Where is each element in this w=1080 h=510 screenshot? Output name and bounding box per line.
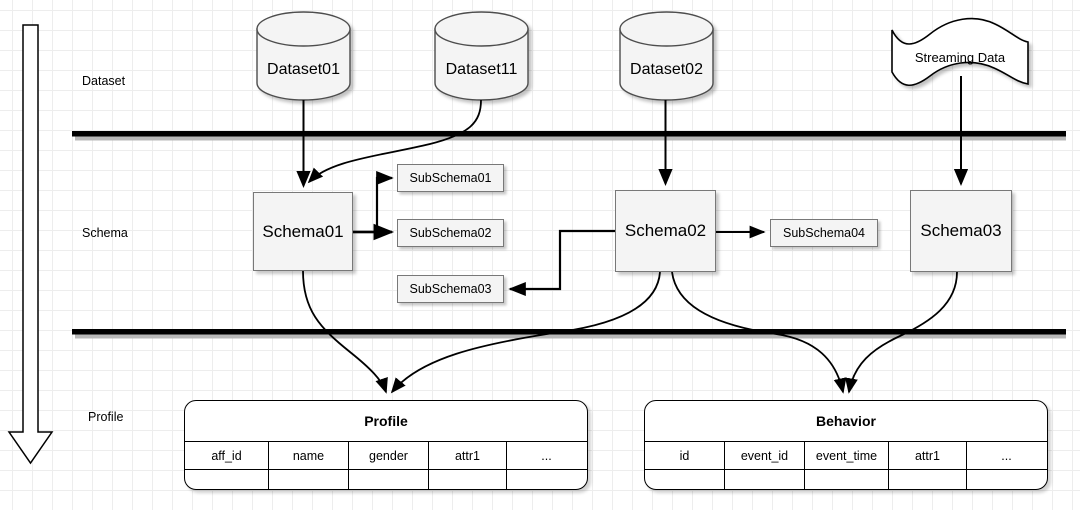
behavior-col-more: ...	[1001, 448, 1012, 463]
edge-schema02-to-subschema03	[508, 229, 615, 297]
subschema-node-subschema04[interactable]: SubSchema04	[770, 219, 878, 247]
profile-table-data-row	[185, 470, 587, 489]
behavior-cell-event_id	[725, 470, 805, 489]
behavior-cell-attr1	[889, 470, 967, 489]
schema-node-schema03[interactable]: Schema03	[910, 190, 1012, 272]
subschema04-label: SubSchema04	[782, 226, 865, 240]
profile-col-gender: gender	[349, 442, 429, 469]
dataset11-cylinder	[434, 11, 529, 101]
schema-node-schema02[interactable]: Schema02	[615, 190, 716, 272]
subschema-node-subschema01[interactable]: SubSchema01	[397, 164, 504, 192]
subschema03-label: SubSchema03	[409, 282, 492, 296]
separator-dataset-schema	[72, 131, 1066, 141]
behavior-cell-event_time	[805, 470, 889, 489]
behavior-cell-more	[967, 470, 1046, 489]
profile-col-more: ...	[541, 448, 552, 463]
profile-cell-gender	[349, 470, 429, 489]
subschema02-label: SubSchema02	[409, 226, 492, 240]
behavior-cell-id	[645, 470, 725, 489]
schema-node-schema01[interactable]: Schema01	[253, 192, 353, 271]
behavior-col-event_time: event_time	[805, 442, 889, 469]
dataset02-cylinder	[619, 11, 714, 101]
schema01-label: Schema01	[262, 221, 344, 241]
edge-schema02-to-behavior	[671, 271, 847, 394]
dataset01-label: Dataset01	[267, 61, 340, 78]
profile-cell-aff_id	[185, 470, 269, 489]
profile-cell-more	[507, 470, 586, 489]
profile-col-aff_id: aff_id	[185, 442, 269, 469]
behavior-col-attr1: attr1	[889, 442, 967, 469]
schema02-label: Schema02	[624, 221, 707, 240]
profile-table-title: Profile	[185, 401, 587, 442]
dataset02-label: Dataset02	[630, 61, 703, 78]
lane-label-schema: Schema	[82, 226, 128, 240]
behavior-table-data-row	[645, 470, 1047, 489]
lane-label-profile: Profile	[88, 410, 124, 424]
behavior-table-title: Behavior	[645, 401, 1047, 442]
edge-schema01-to-subschema01	[353, 170, 394, 234]
profile-col-name: name	[269, 442, 349, 469]
behavior-table-header-row: id event_id event_time attr1 ...	[645, 442, 1047, 470]
profile-cell-attr1	[429, 470, 507, 489]
behavior-col-id: id	[645, 442, 725, 469]
subschema-node-subschema03[interactable]: SubSchema03	[397, 275, 504, 303]
dataset11-label: Dataset11	[445, 61, 518, 78]
behavior-col-event_id: event_id	[725, 442, 805, 469]
profile-table-header-row: aff_id name gender attr1 ...	[185, 442, 587, 470]
profile-cell-name	[269, 470, 349, 489]
profile-col-attr1: attr1	[429, 442, 507, 469]
schema03-label: Schema03	[920, 221, 1002, 240]
edge-schema03-to-behavior	[845, 271, 958, 394]
separator-schema-profile	[72, 329, 1066, 339]
edge-schema01-to-profile	[302, 270, 388, 394]
streaming-data-label: Streaming Data	[914, 50, 1006, 65]
entity-table-profile[interactable]: Profile aff_id name gender attr1 ...	[184, 400, 588, 490]
subschema-node-subschema02[interactable]: SubSchema02	[397, 219, 504, 247]
lane-label-dataset: Dataset	[82, 74, 126, 88]
downward-flow-arrow	[7, 24, 54, 465]
dataset01-cylinder	[256, 11, 351, 101]
entity-table-behavior[interactable]: Behavior id event_id event_time attr1 ..…	[644, 400, 1048, 490]
subschema01-label: SubSchema01	[409, 171, 492, 185]
